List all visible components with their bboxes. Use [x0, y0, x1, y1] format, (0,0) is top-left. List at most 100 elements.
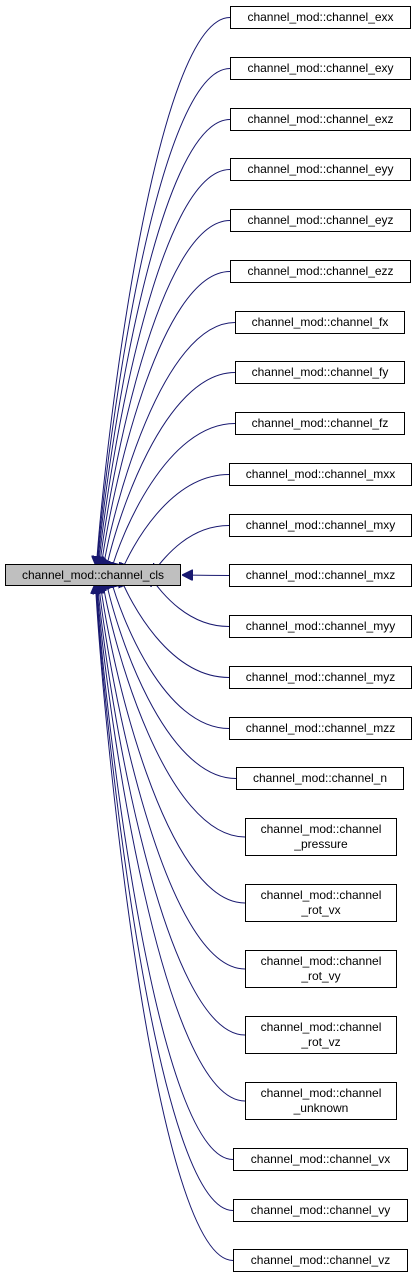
derived-class-node-channel-mod-channel-eyy[interactable]: channel_mod::channel_eyy	[230, 158, 411, 181]
node-label-line: channel_mod::channel_fy	[251, 365, 389, 379]
node-label-line: channel_mod::channel_ezz	[247, 264, 394, 278]
inheritance-edge	[103, 322, 236, 570]
node-label-line: channel_mod::channel_mxx	[245, 467, 396, 481]
derived-class-label: channel_mod::channel_mxz	[246, 568, 395, 583]
derived-class-label: channel_mod::channel_fx	[252, 315, 389, 330]
derived-class-node-channel-mod-channel-myz[interactable]: channel_mod::channel_myz	[229, 666, 412, 689]
derived-class-label: channel_mod::channel_ezz	[247, 264, 393, 279]
node-label-line: channel_mod::channel_n	[252, 771, 388, 785]
inheritance-edge	[98, 119, 231, 567]
derived-class-label: channel_mod::channel_rot_vz	[261, 1020, 382, 1050]
derived-class-node-channel-mod-channel-mxz[interactable]: channel_mod::channel_mxz	[229, 564, 412, 587]
inheritance-edge	[111, 423, 236, 572]
derived-class-node-channel-mod-channel-pressure[interactable]: channel_mod::channel_pressure	[245, 818, 397, 856]
node-label-line: _pressure	[294, 837, 348, 851]
derived-class-node-channel-mod-channel-vz[interactable]: channel_mod::channel_vz	[233, 1249, 408, 1272]
node-label-line: channel_mod::channel_vx	[250, 1152, 391, 1166]
node-label-line: channel_mod::channel	[260, 1086, 382, 1100]
derived-class-node-channel-mod-channel-fx[interactable]: channel_mod::channel_fx	[235, 311, 405, 334]
inheritance-edge	[99, 583, 246, 970]
inheritance-edge	[111, 578, 230, 729]
derived-class-label: channel_mod::channel_unknown	[261, 1086, 382, 1116]
derived-class-label: channel_mod::channel_pressure	[261, 822, 382, 852]
node-label-line: _rot_vx	[301, 903, 341, 917]
inheritance-edge	[100, 582, 246, 904]
node-label-line: channel_mod::channel_exy	[247, 61, 394, 75]
node-label-line: channel_mod::channel	[260, 1020, 382, 1034]
inheritance-edge	[98, 169, 231, 567]
derived-class-label: channel_mod::channel_vz	[251, 1253, 390, 1268]
node-label-line: channel_mod::channel_exz	[247, 112, 394, 126]
node-label-line: _unknown	[293, 1101, 349, 1115]
node-label-line: channel_mod::channel_mxz	[245, 568, 396, 582]
inheritance-edge	[97, 68, 231, 567]
derived-class-label: channel_mod::channel_mxx	[246, 467, 395, 482]
derived-class-label: channel_mod::channel_exx	[247, 10, 393, 25]
derived-class-node-channel-mod-channel-mxx[interactable]: channel_mod::channel_mxx	[229, 463, 412, 486]
node-label-line: channel_mod::channel_mzz	[245, 721, 396, 735]
derived-class-label: channel_mod::channel_exy	[247, 61, 393, 76]
derived-class-node-channel-mod-channel-mzz[interactable]: channel_mod::channel_mzz	[229, 717, 412, 740]
inheritance-edge	[102, 580, 246, 838]
node-label-line: channel_mod::channel_myz	[245, 670, 396, 684]
derived-class-node-channel-mod-channel-n[interactable]: channel_mod::channel_n	[236, 767, 404, 790]
derived-class-node-channel-mod-channel-rot-vy[interactable]: channel_mod::channel_rot_vy	[245, 950, 397, 988]
inheritance-edge	[120, 577, 230, 678]
node-label-line: channel_mod::channel_cls	[21, 567, 165, 582]
node-label-line: channel_mod::channel_vz	[250, 1253, 391, 1267]
derived-class-node-channel-mod-channel-rot-vz[interactable]: channel_mod::channel_rot_vz	[245, 1016, 397, 1054]
derived-class-label: channel_mod::channel_rot_vx	[261, 888, 382, 918]
node-label-line: channel_mod::channel_mxy	[245, 518, 396, 532]
inheritance-edge	[98, 584, 246, 1036]
derived-class-node-channel-mod-channel-mxy[interactable]: channel_mod::channel_mxy	[229, 514, 412, 537]
derived-class-label: channel_mod::channel_eyy	[247, 162, 393, 177]
node-label-line: channel_mod::channel	[260, 822, 382, 836]
inheritance-edge	[96, 584, 234, 1211]
node-label-line: channel_mod::channel_eyz	[247, 213, 394, 227]
node-label-line: channel_mod::channel_exx	[247, 10, 394, 24]
derived-class-label: channel_mod::channel_eyz	[247, 213, 393, 228]
inheritance-edge	[96, 17, 231, 567]
derived-class-label: channel_mod::channel_myy	[246, 619, 395, 634]
derived-class-node-channel-mod-channel-eyz[interactable]: channel_mod::channel_eyz	[230, 209, 411, 232]
inheritance-edge	[101, 271, 231, 569]
derived-class-label: channel_mod::channel_fz	[252, 416, 389, 431]
derived-class-label: channel_mod::channel_exz	[247, 112, 393, 127]
inheritance-edge	[96, 584, 234, 1160]
inheritance-edge	[106, 372, 236, 571]
derived-class-label: channel_mod::channel_myz	[246, 670, 395, 685]
node-label-line: channel_mod::channel	[260, 888, 382, 902]
derived-class-node-channel-mod-channel-myy[interactable]: channel_mod::channel_myy	[229, 615, 412, 638]
base-class-node: channel_mod::channel_cls	[5, 564, 181, 586]
derived-class-node-channel-mod-channel-vx[interactable]: channel_mod::channel_vx	[233, 1148, 408, 1171]
derived-class-label: channel_mod::channel_mzz	[246, 721, 395, 736]
derived-class-node-channel-mod-channel-unknown[interactable]: channel_mod::channel_unknown	[245, 1082, 397, 1120]
inheritance-edge	[97, 584, 246, 1102]
derived-class-node-channel-mod-channel-fy[interactable]: channel_mod::channel_fy	[235, 361, 405, 384]
derived-class-node-channel-mod-channel-exy[interactable]: channel_mod::channel_exy	[230, 57, 411, 80]
inheritance-edge	[99, 220, 231, 568]
node-label-line: channel_mod::channel_myy	[245, 619, 396, 633]
derived-class-node-channel-mod-channel-vy[interactable]: channel_mod::channel_vy	[233, 1199, 408, 1222]
derived-class-node-channel-mod-channel-exx[interactable]: channel_mod::channel_exx	[230, 6, 411, 29]
inheritance-edge	[95, 584, 234, 1261]
derived-class-label: channel_mod::channel_vy	[251, 1203, 390, 1218]
node-label-line: _rot_vy	[301, 969, 341, 983]
derived-class-node-channel-mod-channel-fz[interactable]: channel_mod::channel_fz	[235, 412, 405, 435]
derived-class-label: channel_mod::channel_rot_vy	[261, 954, 382, 984]
derived-class-node-channel-mod-channel-rot-vx[interactable]: channel_mod::channel_rot_vx	[245, 884, 397, 922]
node-label-line: channel_mod::channel_fx	[251, 315, 389, 329]
node-label-line: _rot_vz	[301, 1035, 341, 1049]
node-label-line: channel_mod::channel	[260, 954, 382, 968]
derived-class-label: channel_mod::channel_n	[253, 771, 387, 786]
derived-class-label: channel_mod::channel_vx	[251, 1152, 390, 1167]
derived-class-label: channel_mod::channel_fy	[252, 365, 389, 380]
derived-class-label: channel_mod::channel_mxy	[246, 518, 395, 533]
base-class-label: channel_mod::channel_cls	[22, 568, 164, 583]
derived-class-node-channel-mod-channel-exz[interactable]: channel_mod::channel_exz	[230, 108, 411, 131]
inheritance-edge	[121, 474, 230, 573]
node-label-line: channel_mod::channel_vy	[250, 1203, 391, 1217]
derived-class-node-channel-mod-channel-ezz[interactable]: channel_mod::channel_ezz	[230, 260, 411, 283]
